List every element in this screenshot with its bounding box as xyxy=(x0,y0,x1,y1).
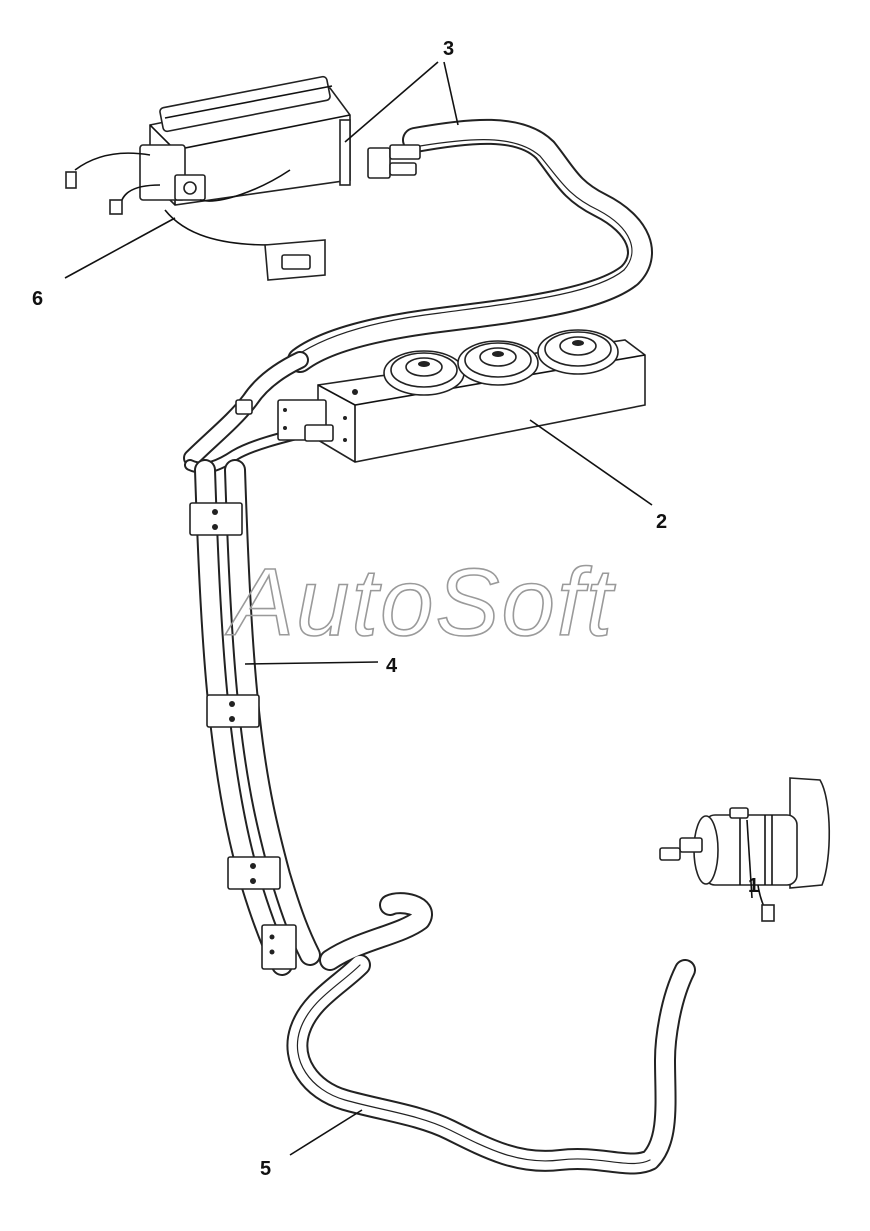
hose-3-upper xyxy=(287,118,653,373)
leader-lines xyxy=(64,61,753,1156)
callout-2: 2 xyxy=(656,511,667,533)
hose-bracket xyxy=(261,924,297,970)
fitting-upper xyxy=(367,144,421,179)
callout-4: 4 xyxy=(386,655,398,677)
control-panel xyxy=(264,239,326,281)
fan-icon xyxy=(537,329,619,375)
fan-icon xyxy=(383,350,465,396)
callout-3: 3 xyxy=(443,38,454,60)
hose-5-lower xyxy=(286,892,696,1175)
callout-1: 1 xyxy=(748,875,759,897)
evaporator-unit xyxy=(65,75,351,246)
hose-4-vertical xyxy=(194,459,321,976)
callout-5: 5 xyxy=(260,1158,271,1180)
fan-icon xyxy=(457,340,539,386)
fitting-mid xyxy=(235,399,334,442)
compressor xyxy=(659,777,831,922)
hose-clamp xyxy=(227,856,281,890)
watermark: AutoSoft xyxy=(225,549,616,656)
hose-clamp xyxy=(189,502,243,536)
callout-6: 6 xyxy=(32,288,43,310)
hose-clamp xyxy=(206,694,260,728)
